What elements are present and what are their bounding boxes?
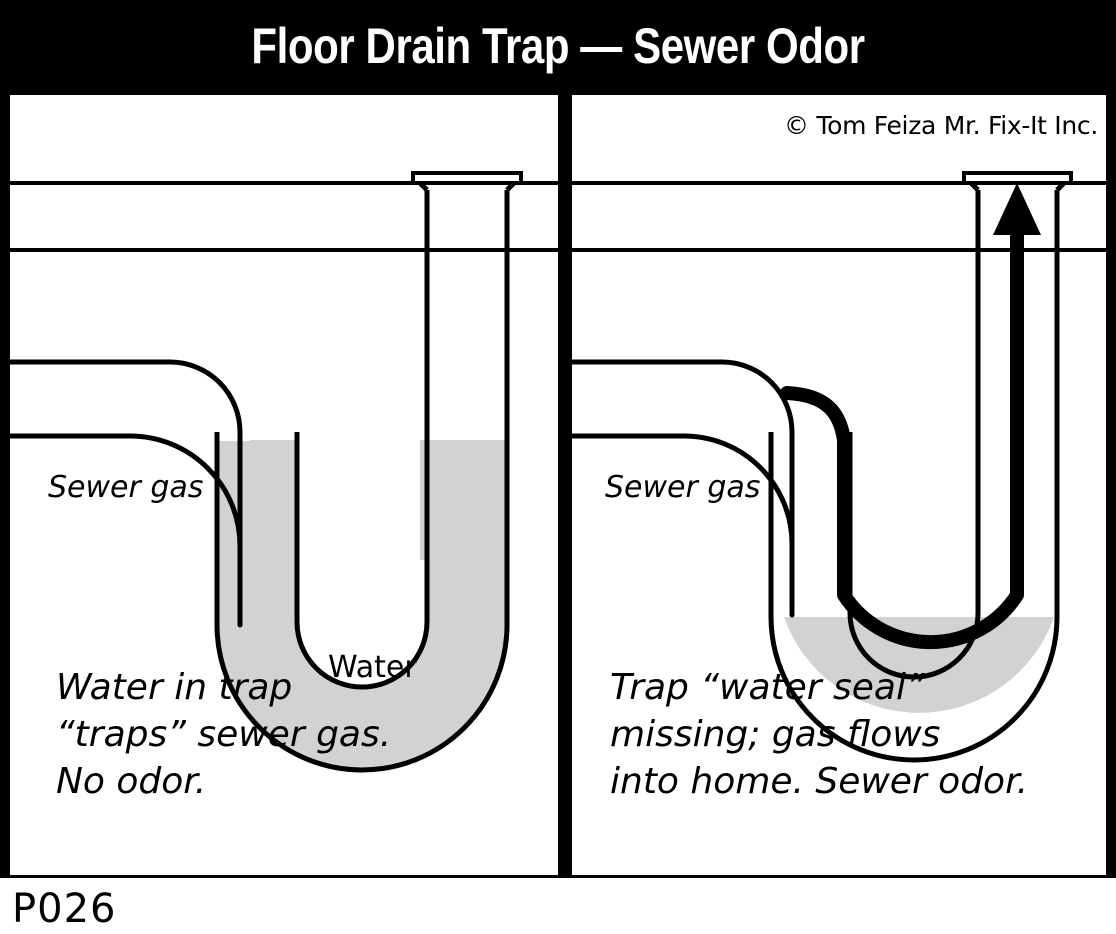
caption-left-panel: Water in trap “traps” sewer gas. No odor… [56, 667, 392, 802]
page-title: Floor Drain Trap — Sewer Odor [251, 18, 865, 74]
trap-inner-wall [847, 185, 981, 680]
label-sewer-gas: Sewer gas [605, 470, 761, 505]
pipe-inner-bottom-wall [10, 433, 243, 549]
copyright-notice: © Tom Feiza Mr. Fix-It Inc. [784, 111, 1098, 140]
panel-trap-missing-water-seal: © Tom Feiza Mr. Fix-It Inc. S [572, 95, 1106, 875]
pipe-inner-bottom-wall [572, 433, 795, 547]
trap-outer-wall [214, 185, 510, 773]
drain-grate-flange [962, 171, 1073, 185]
title-bar: Floor Drain Trap — Sewer Odor [0, 0, 1116, 92]
gas-space-left-run [10, 357, 250, 441]
label-sewer-gas: Sewer gas [48, 470, 204, 505]
gas-flow-arrow-head [993, 183, 1041, 235]
label-water: Water [328, 650, 417, 685]
water-fill-riser [420, 440, 496, 560]
trap-inner-void-bottom [297, 622, 427, 687]
figure-code: P026 [12, 886, 117, 932]
pipe-inner-top-wall [10, 359, 243, 628]
caption-right-panel: Trap “water seal” missing; gas flows int… [610, 667, 1029, 802]
residual-water-puddle [784, 617, 1054, 713]
trap-inner-wall [294, 185, 430, 690]
drain-grate-flange [411, 171, 523, 185]
right-plumbing-drawing [572, 171, 1106, 763]
gas-flow-arrow-path [780, 218, 1024, 650]
panel-trap-with-water-seal: Sewer gas Water Water in trap “traps” se… [10, 95, 558, 875]
trap-outer-wall [768, 185, 1060, 763]
pipe-inner-top-wall [572, 359, 795, 618]
left-plumbing-drawing [10, 171, 558, 773]
